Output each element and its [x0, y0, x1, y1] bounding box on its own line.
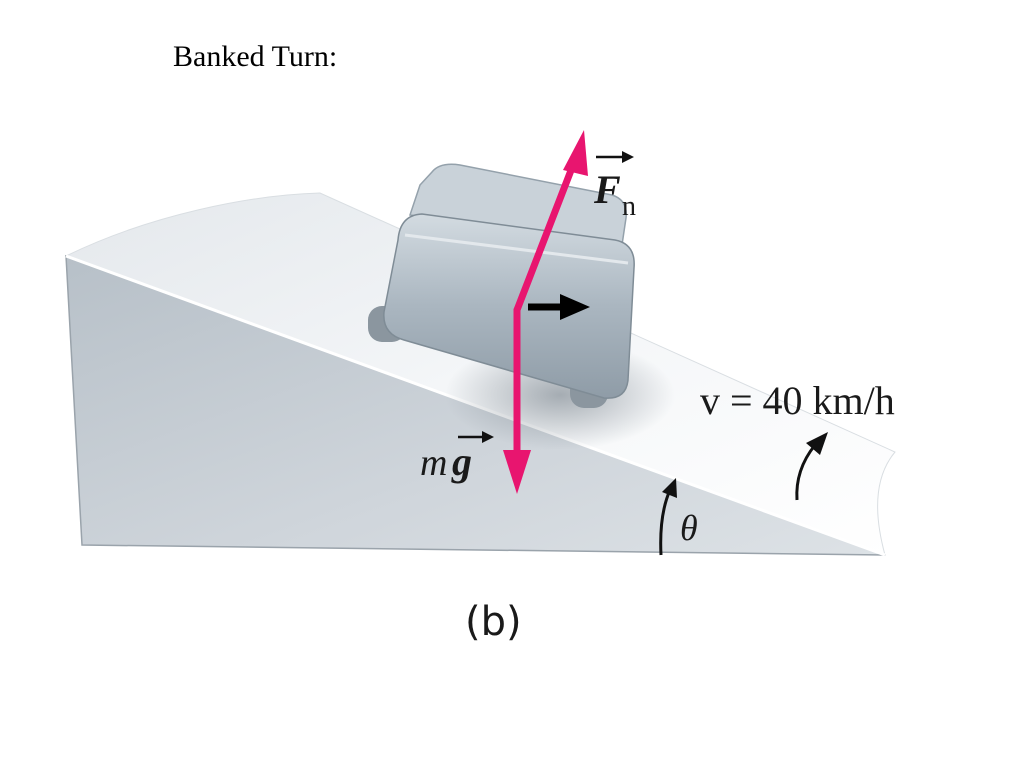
velocity-direction-arrow	[795, 432, 828, 501]
gravity-arrow	[503, 306, 531, 494]
angle-indicator: θ	[659, 478, 698, 556]
normal-force-label: F n	[593, 151, 636, 222]
gravity-g-symbol: g	[451, 439, 472, 484]
panel-label: (b)	[465, 599, 522, 645]
angle-theta-label: θ	[680, 508, 698, 548]
velocity-label: v = 40 km/h	[700, 378, 895, 423]
normal-force-arrow	[513, 130, 588, 314]
centripetal-arrow	[528, 294, 590, 320]
car-body	[383, 213, 635, 399]
normal-force-symbol: F	[593, 167, 621, 212]
car-roof	[409, 163, 627, 246]
car	[368, 163, 635, 408]
normal-force-subscript: n	[622, 191, 636, 222]
car-window-line	[404, 233, 629, 265]
slide-title: Banked Turn:	[173, 40, 338, 73]
gravity-label: m g	[420, 431, 494, 484]
gravity-mass-symbol: m	[420, 442, 447, 484]
